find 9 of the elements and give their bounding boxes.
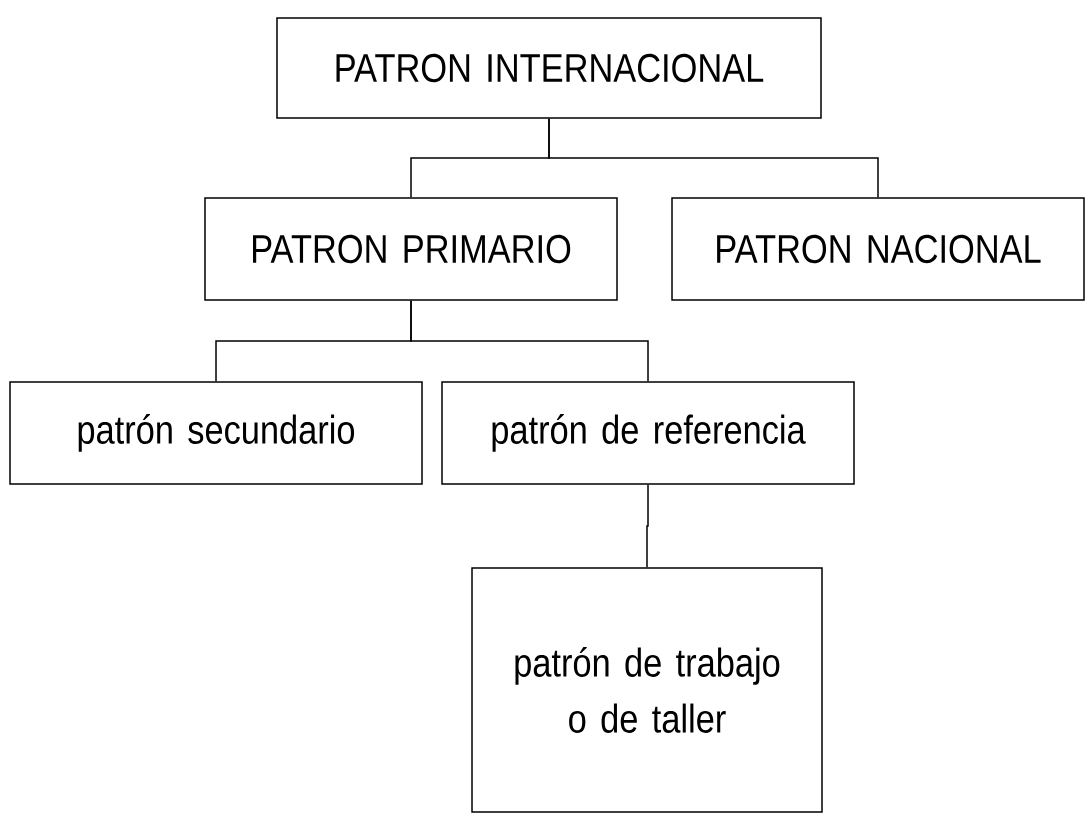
box: patrón de trabajo o de taller — [471, 567, 823, 813]
connector-line — [410, 300, 649, 382]
box: PATRON PRIMARIO — [204, 197, 618, 301]
box: patrón secundario — [9, 381, 423, 485]
box: patrón de referencia — [441, 381, 855, 485]
box: PATRON INTERNACIONAL — [276, 17, 822, 119]
connector-line — [646, 484, 649, 568]
box: PATRON NACIONAL — [671, 197, 1085, 301]
connector-line — [548, 118, 879, 198]
